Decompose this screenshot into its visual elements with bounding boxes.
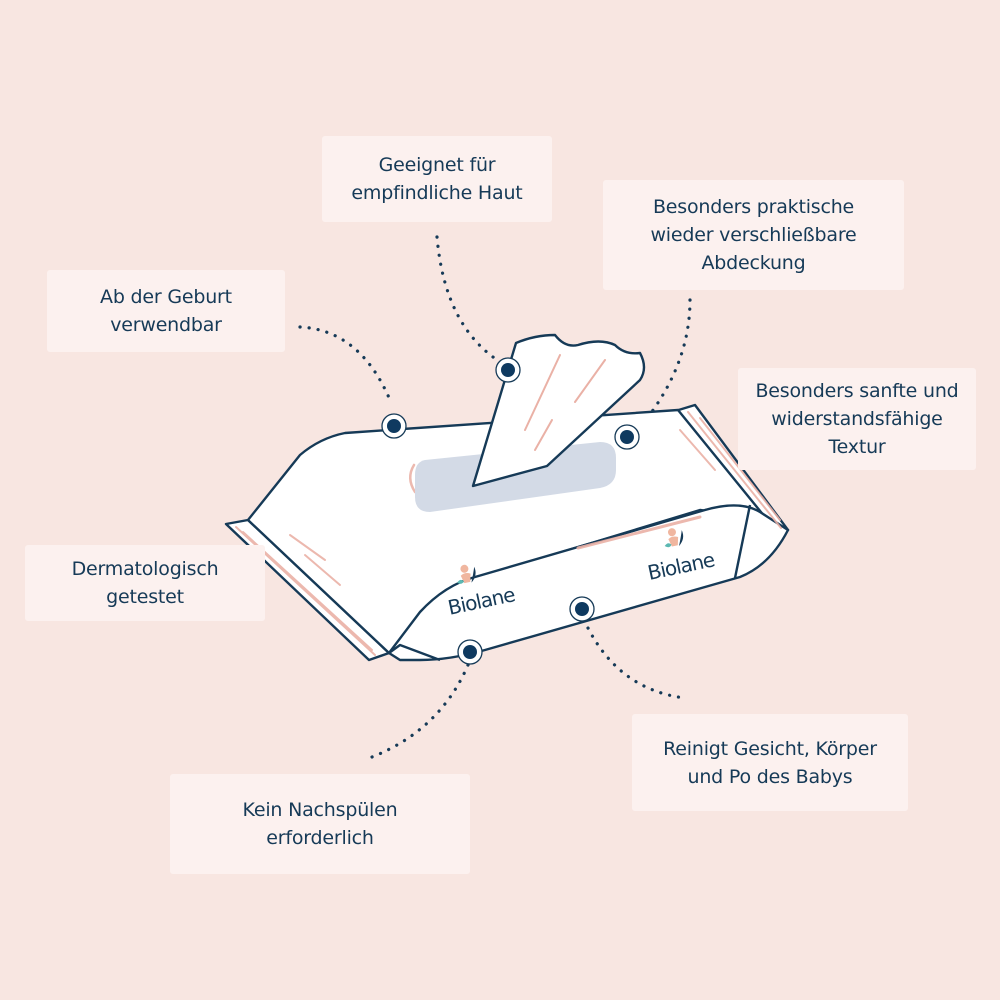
leader-from-birth: [298, 325, 392, 402]
marker-sensitive-skin: [495, 357, 521, 383]
callout-text-line: empfindliche Haut: [351, 182, 523, 204]
leader-no-rinse: [370, 663, 470, 759]
callout-no-rinse: Kein Nachspülen erforderlich: [170, 774, 470, 874]
callout-text-line: widerstandsfähige: [771, 408, 943, 430]
callout-text-line: Geeignet für: [378, 154, 496, 176]
callout-text-line: Reinigt Gesicht, Körper: [663, 737, 877, 760]
marker-cleans: [569, 596, 595, 622]
callout-text-line: getestet: [106, 586, 184, 608]
callout-text-line: Textur: [828, 436, 886, 458]
callout-text-line: Dermatologisch: [71, 558, 219, 580]
leader-sensitive-skin: [435, 235, 507, 367]
callout-text-line: Besonders praktische: [652, 196, 855, 218]
callout-sensitive-skin: Geeignet für empfindliche Haut: [322, 136, 552, 222]
callout-text-line: und Po des Babys: [687, 765, 853, 788]
callout-resealable-lid: Besonders praktische wieder verschließba…: [603, 180, 904, 290]
callout-text-line: Besonders sanfte und: [755, 380, 959, 402]
callout-text-line: verwendbar: [110, 314, 222, 336]
callout-from-birth: Ab der Geburt verwendbar: [47, 270, 285, 352]
callout-soft-texture: Besonders sanfte und widerstandsfähige T…: [738, 368, 976, 470]
leader-cleans: [586, 626, 687, 700]
dispenser-window: [415, 442, 616, 512]
callout-text-line: Kein Nachspülen: [242, 799, 398, 821]
wipe-shading: [524, 354, 606, 451]
marker-no-rinse: [457, 639, 483, 665]
marker-from-birth: [381, 413, 407, 439]
callout-text-line: Abdeckung: [701, 252, 806, 274]
marker-resealable-lid: [614, 424, 640, 450]
callout-text-line: Ab der Geburt: [100, 286, 232, 308]
callout-text-line: erforderlich: [266, 827, 374, 849]
callout-text-line: wieder verschließbare: [650, 224, 857, 246]
annotation-markers: [381, 357, 640, 665]
callout-dermatologically-tested: Dermatologisch getestet: [25, 545, 265, 621]
callout-cleans-face-body: Reinigt Gesicht, Körper und Po des Babys: [632, 714, 908, 811]
